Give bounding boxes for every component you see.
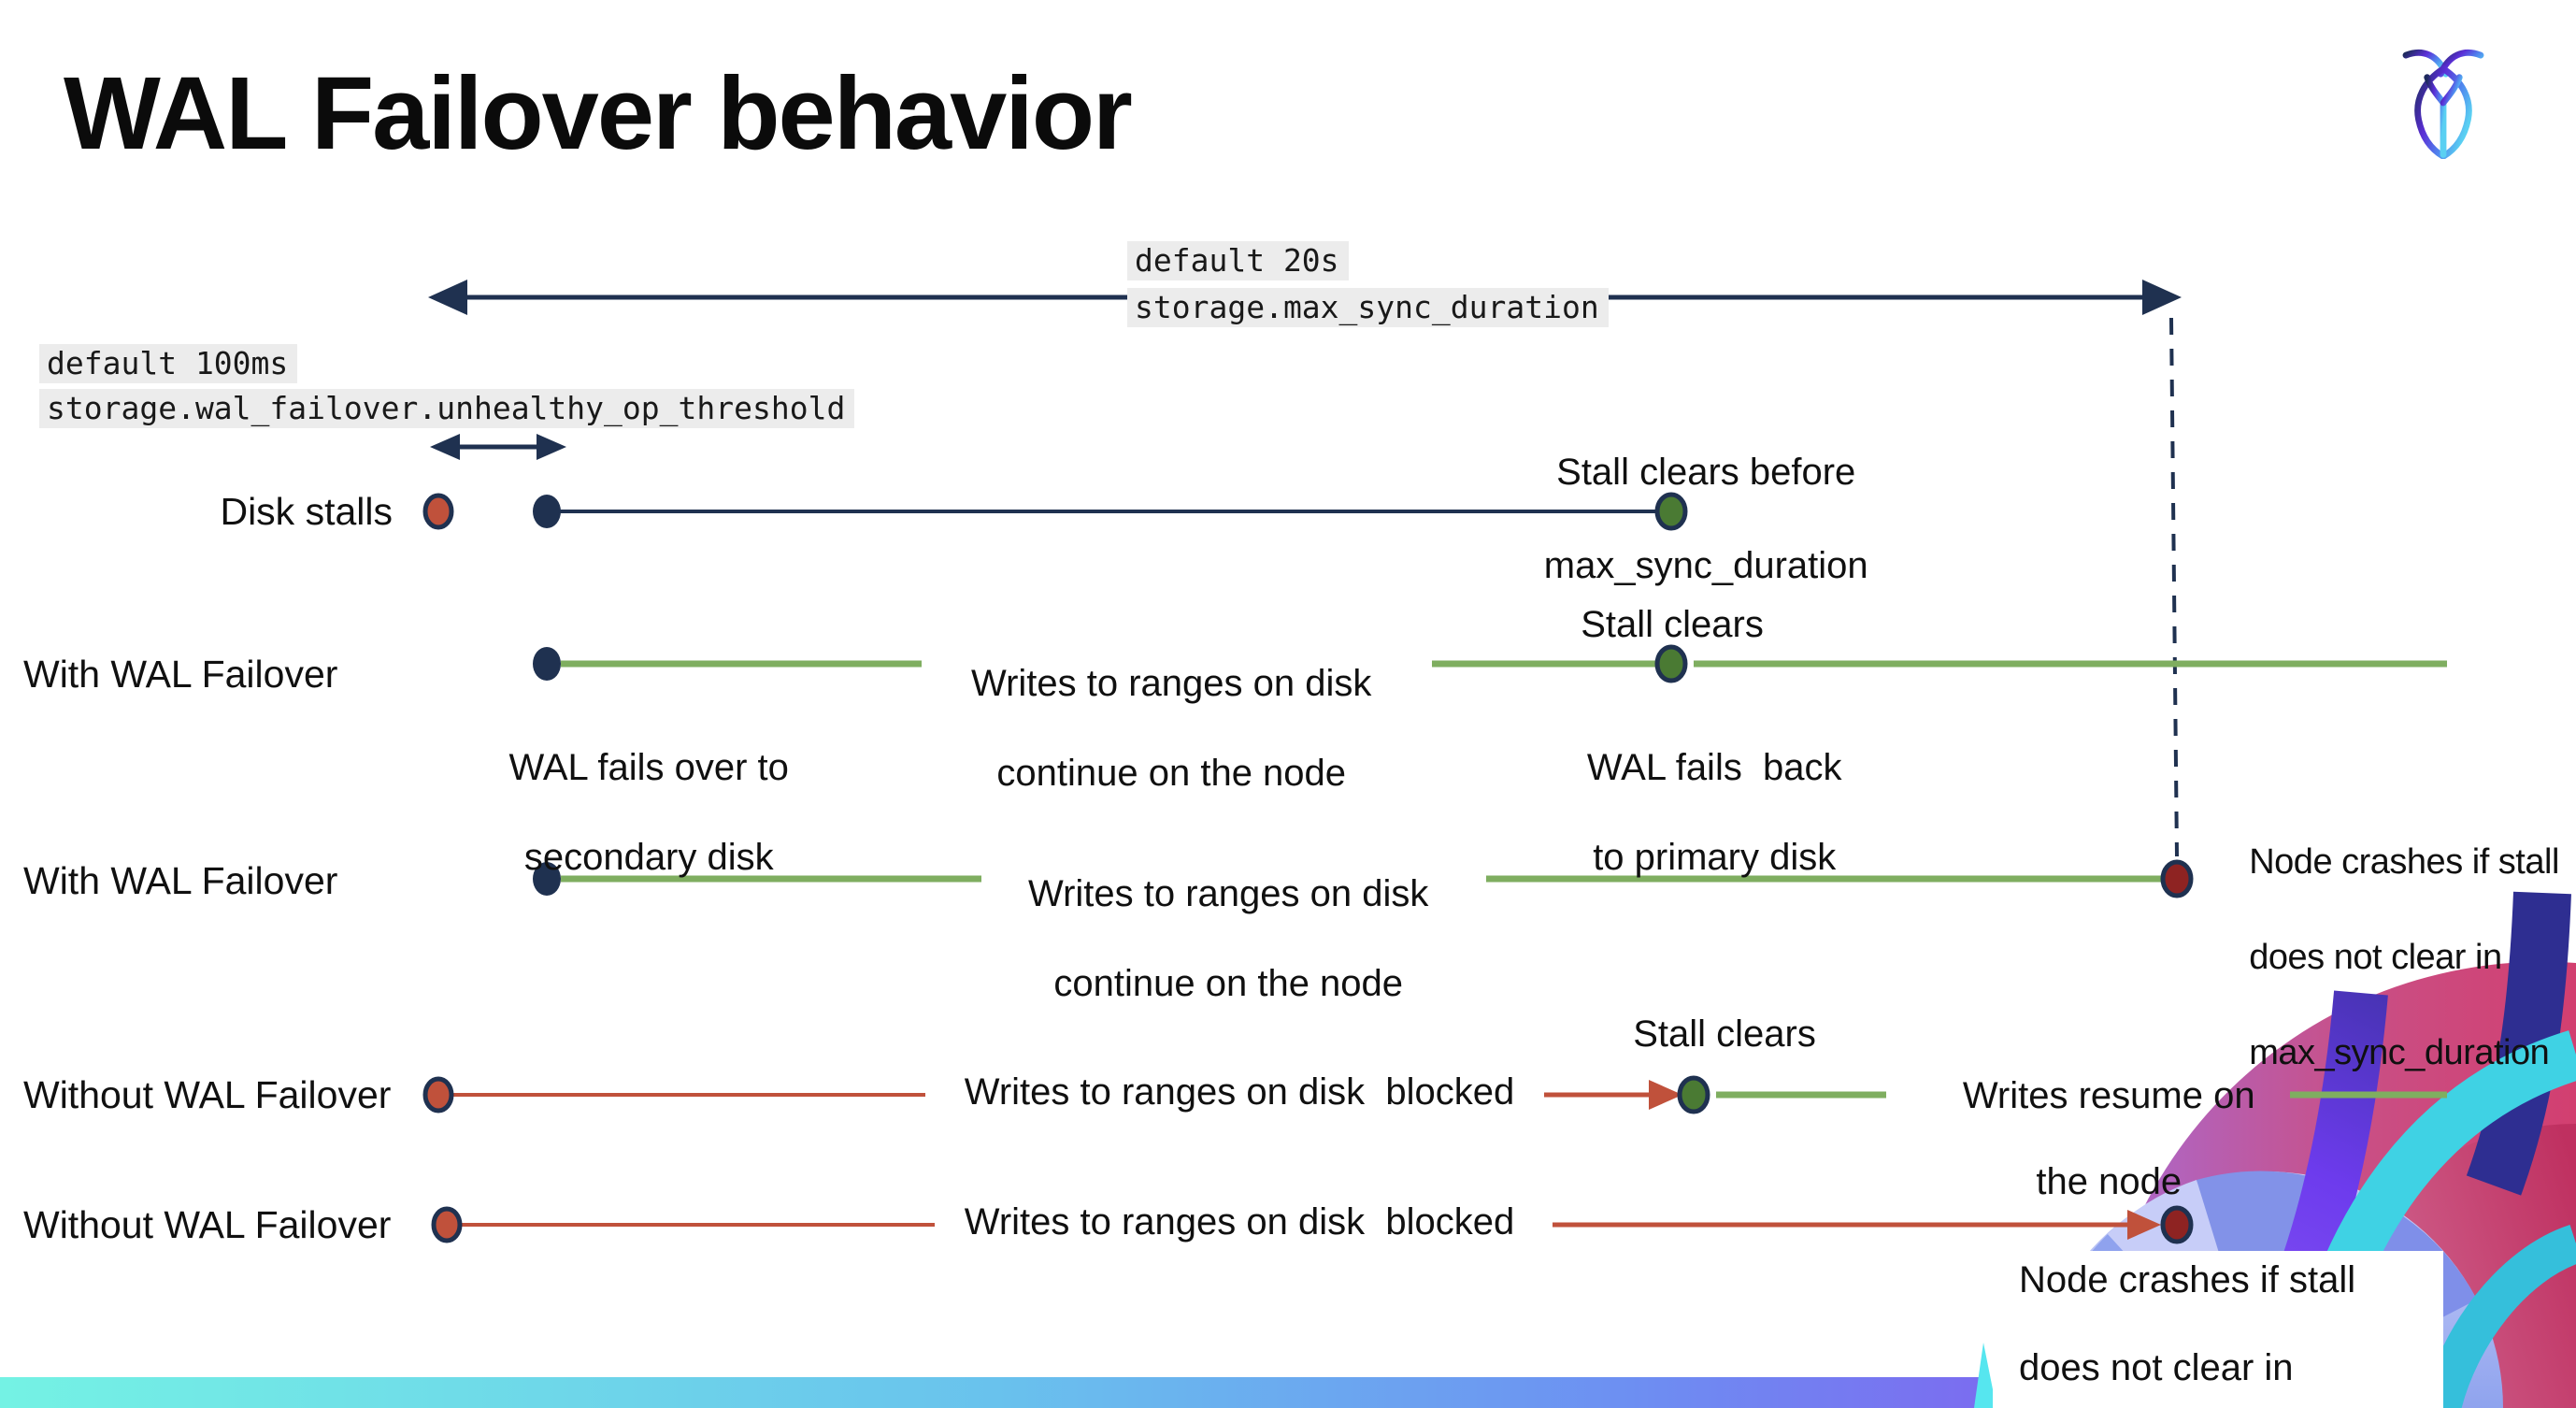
page-title: WAL Failover behavior [64,56,1133,171]
node-crashes-line1: Node crashes if stall [2019,1259,2356,1300]
stall-clears-dot [1677,1075,1710,1114]
writes-continue-text-1: Writes to ranges on disk continue on the… [889,616,1412,840]
stall-start-dot [422,1076,454,1113]
line1: Writes to ranges on disk [1028,873,1429,914]
row-label-with-wal-failover-2: With WAL Failover [23,859,338,902]
setting-name: storage.max_sync_duration [1127,288,1609,327]
arrowhead-left [430,434,460,460]
max-sync-duration-label: default 20s storage.max_sync_duration [1127,241,1609,333]
setting-default-value: default 100ms [39,344,298,383]
line2: continue on the node [1053,963,1404,1004]
line2: max_sync_duration [1543,545,1868,586]
writes-continue-text-2: Writes to ranges on disk continue on the… [946,826,1469,1051]
line1: Stall clears before [1556,452,1856,493]
row-with-wal-failover-clears [533,644,2447,683]
row-label-without-wal-failover-2: Without WAL Failover [23,1203,392,1246]
row-label-with-wal-failover-1: With WAL Failover [23,653,338,696]
deadline-dashed-line [2169,317,2179,857]
crash-dot [2160,859,2194,898]
row-label-without-wal-failover-1: Without WAL Failover [23,1073,392,1116]
writes-blocked-text-2: Writes to ranges on disk blocked [964,1201,1515,1243]
setting-default-value: default 20s [1127,241,1349,280]
line1: WAL fails over to [508,747,789,788]
stall-clears-before-text: Stall clears before max_sync_duration [1461,402,1910,636]
node-crashes-line2: does not clear in [2019,1347,2294,1388]
stall-clears-text-1: Stall clears [1581,604,1764,645]
line1: Writes resume on [1962,1075,2255,1116]
line1: Writes to ranges on disk [971,663,1372,704]
line2: continue on the node [996,753,1347,794]
threshold-dot [533,495,561,528]
arrowhead-right [2142,280,2182,315]
cockroachdb-logo-icon [2402,49,2484,159]
writes-resume-text: Writes resume on the node [1920,1031,2256,1246]
line1: Node crashes if stall [2249,842,2559,882]
writes-blocked-text-1: Writes to ranges on disk blocked [964,1071,1515,1113]
teal-arc-inner [2422,1225,2576,1408]
stall-clears-dot [1654,644,1688,683]
node-crashes-box: Node crashes if stall does not clear in … [1993,1251,2443,1408]
stall-start-dot [422,493,454,530]
line1: WAL fails back [1586,747,1842,788]
arrowhead-right [1649,1080,1682,1110]
stem-right [2440,74,2463,107]
row-label-disk-stalls: Disk stalls [220,490,393,533]
arrowhead-right [537,434,566,460]
line3: max_sync_duration [2249,1033,2550,1072]
node-crashes-bottom-text: Node crashes if stall does not clear in … [2019,1258,2355,1408]
node-crashes-top-text: Node crashes if stall does not clear in … [2211,791,2576,1125]
footer-gradient-bar [0,1377,1989,1408]
line2: does not clear in [2249,938,2502,977]
wal-fails-over-text: WAL fails over to secondary disk [432,700,824,925]
line2: secondary disk [523,837,774,878]
wal-fails-back-text: WAL fails back to primary disk [1507,700,1881,925]
setting-name: storage.wal_failover.unhealthy_op_thresh… [39,389,855,428]
unhealthy-op-threshold-arrow [430,434,566,460]
line2: to primary disk [1593,837,1837,878]
arrowhead-left [428,280,467,315]
unhealthy-op-threshold-label: default 100ms storage.wal_failover.unhea… [39,344,855,434]
line2: the node [2036,1161,2182,1202]
stall-start-dot [431,1206,463,1243]
failover-dot [533,647,561,681]
stall-clears-text-2: Stall clears [1633,1013,1816,1055]
